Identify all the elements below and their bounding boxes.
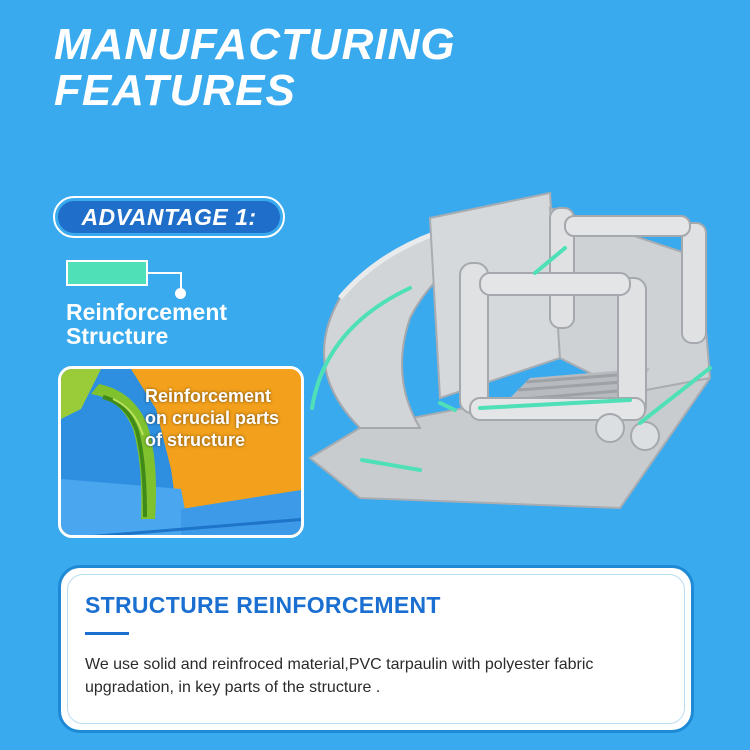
legend-swatch xyxy=(66,260,148,286)
legend-label-line-2: Structure xyxy=(66,323,169,349)
reinforcement-detail-photo: Reinforcement on crucial parts of struct… xyxy=(58,366,304,538)
legend-connector xyxy=(148,272,182,274)
photo-caption: Reinforcement on crucial parts of struct… xyxy=(145,385,279,451)
legend-dot xyxy=(175,288,186,299)
photo-caption-line-1: Reinforcement xyxy=(145,386,272,406)
title-line-1: MANUFACTURING xyxy=(54,20,456,69)
info-card: STRUCTURE REINFORCEMENT We use solid and… xyxy=(58,565,694,733)
photo-caption-line-3: of structure xyxy=(145,430,246,450)
reinforcement-seam-illustration xyxy=(61,369,301,535)
inflatable-slide-model xyxy=(308,191,712,510)
legend-label-line-1: Reinforcement xyxy=(66,299,228,325)
legend-label: Reinforcement Structure xyxy=(66,300,227,348)
photo-caption-line-2: on crucial parts xyxy=(145,408,280,428)
advantage-badge: ADVANTAGE 1: xyxy=(53,196,285,238)
title-line-2: FEATURES xyxy=(54,66,296,115)
info-card-inner-border xyxy=(67,574,685,724)
card-description: We use solid and reinfroced material,PVC… xyxy=(85,656,594,696)
card-heading-underline xyxy=(85,632,129,635)
card-heading: STRUCTURE REINFORCEMENT xyxy=(85,592,441,618)
advantage-label: ADVANTAGE 1: xyxy=(58,201,280,233)
page-title: MANUFACTURING FEATURES xyxy=(54,22,456,114)
legend-connector-vertical xyxy=(180,272,182,292)
